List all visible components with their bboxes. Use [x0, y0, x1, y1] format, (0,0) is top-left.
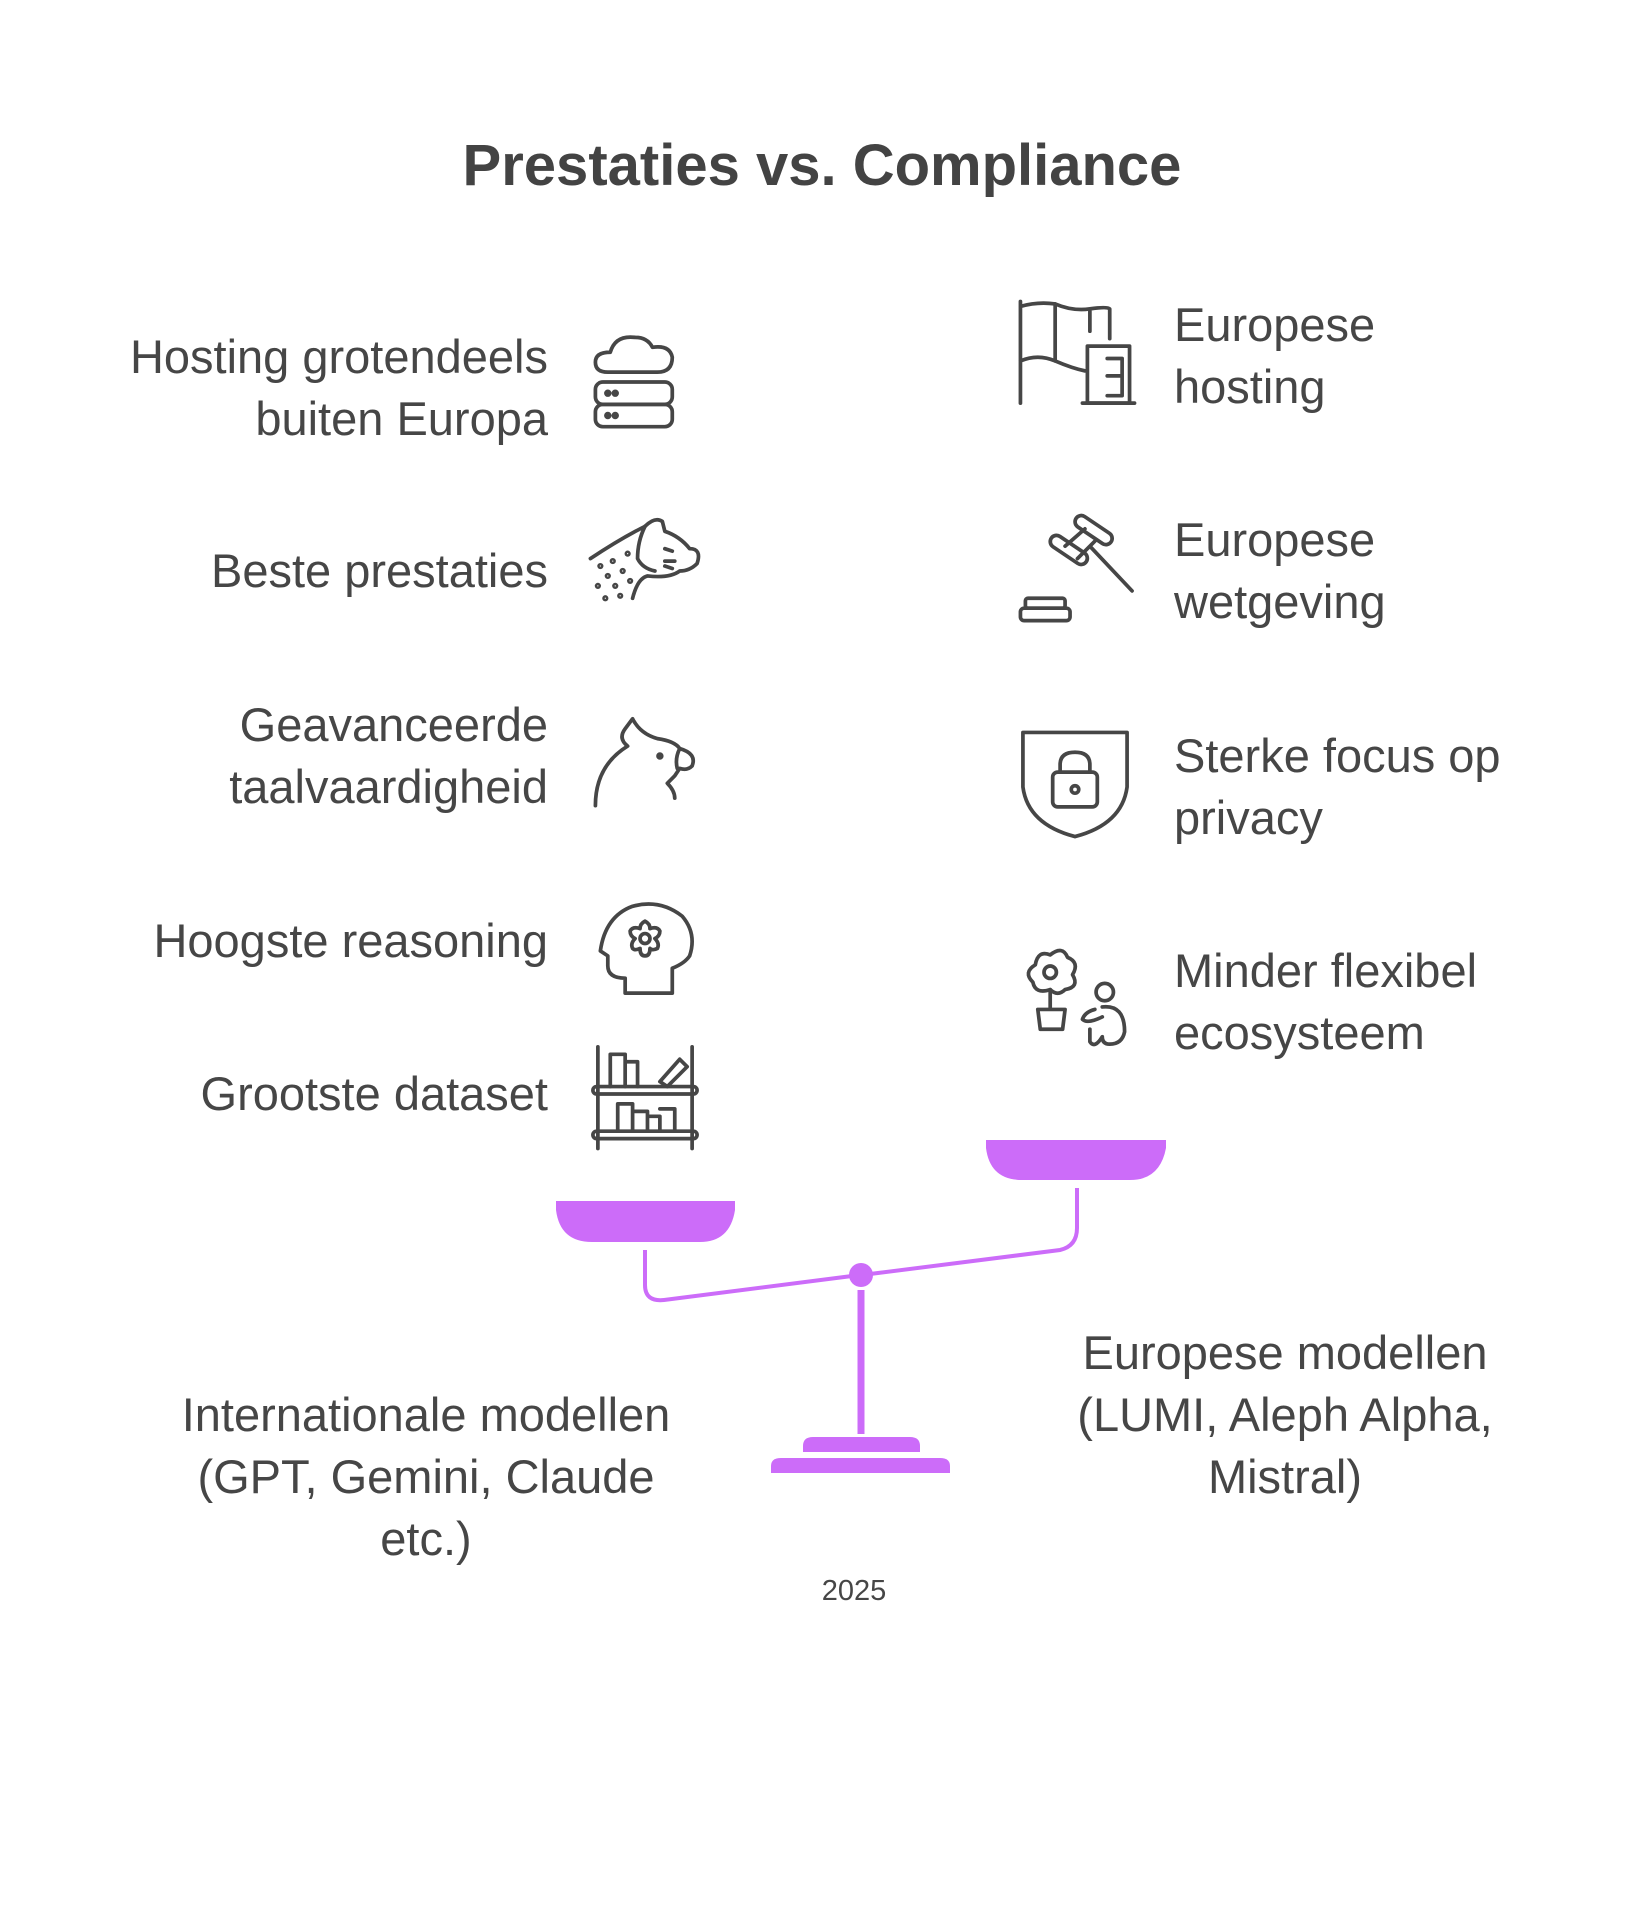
caption-line: Internationale modellen [181, 1388, 671, 1441]
right-item-ecosystem: Minder flexibel ecosysteem [1174, 940, 1594, 1064]
label-line: wetgeving [1174, 575, 1386, 628]
bookshelf-icon [583, 1032, 707, 1156]
caption-line: (LUMI, Aleph Alpha, [1077, 1388, 1493, 1441]
label-line: buiten Europa [255, 392, 548, 445]
cloud-server-icon [583, 325, 707, 449]
stand-base-top [803, 1437, 920, 1452]
label-line: Geavanceerde [239, 698, 548, 751]
right-item-privacy: Sterke focus op privacy [1174, 725, 1594, 849]
left-item-hosting: Hosting grotendeels buiten Europa [28, 326, 548, 450]
left-item-reasoning: Hoogste reasoning [153, 914, 548, 967]
shield-lock-icon [1013, 725, 1137, 849]
parrot-icon [583, 694, 707, 818]
pivot [849, 1263, 873, 1287]
label-line: hosting [1174, 360, 1326, 413]
caption-line: (GPT, Gemini, Claude [197, 1450, 655, 1503]
caption-line: etc.) [380, 1512, 472, 1565]
label-line: ecosysteem [1174, 1006, 1425, 1059]
flag-building-icon [1013, 294, 1137, 418]
left-pan [556, 1201, 735, 1242]
label-line: Minder flexibel [1174, 944, 1478, 997]
label-line: Hosting grotendeels [129, 330, 548, 383]
international-models-caption: Internationale modellen (GPT, Gemini, Cla… [146, 1384, 706, 1570]
label-line: Europese [1174, 298, 1376, 351]
left-item-language: Geavanceerde taalvaardigheid [28, 694, 548, 818]
left-item-performance: Beste prestaties [210, 544, 548, 597]
stand-base-bottom [771, 1458, 950, 1473]
head-gear-icon [583, 879, 707, 1003]
plant-person-icon [1013, 940, 1137, 1064]
balance-beam [643, 1188, 1079, 1303]
right-item-hosting: Europese hosting [1174, 294, 1594, 418]
label-line: Sterke focus op [1174, 729, 1501, 782]
right-item-legislation: Europese wetgeving [1174, 509, 1594, 633]
caption-line: Mistral) [1207, 1450, 1363, 1503]
label-line: privacy [1174, 791, 1323, 844]
cheetah-icon [583, 509, 707, 633]
label-line: taalvaardigheid [229, 760, 548, 813]
gavel-icon [1013, 509, 1137, 633]
year-label: 2025 [821, 1575, 887, 1607]
right-pan [986, 1140, 1166, 1180]
label-line: Europese [1174, 513, 1376, 566]
page-title: Prestaties vs. Compliance [462, 133, 1182, 198]
caption-line: Europese modellen [1082, 1326, 1488, 1379]
european-models-caption: Europese modellen (LUMI, Aleph Alpha, Mist… [1005, 1322, 1565, 1508]
left-item-dataset: Grootste dataset [200, 1067, 548, 1120]
